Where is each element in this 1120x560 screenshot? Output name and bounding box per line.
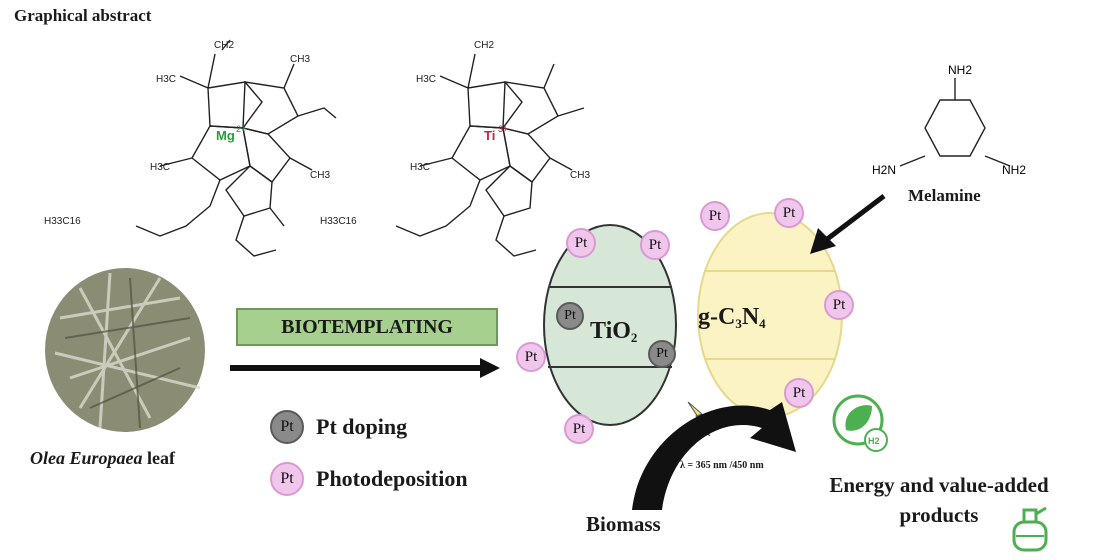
legend-pt-doping: Pt Pt doping — [270, 410, 407, 444]
nh2-top: NH2 — [948, 63, 972, 77]
methyl-label-right: H3C — [416, 74, 436, 85]
phytyl-label-left: H33C16 — [44, 216, 81, 227]
melamine-arrow — [810, 194, 886, 254]
pt-particle: Pt — [566, 228, 596, 258]
biomass-label: Biomass — [586, 512, 661, 536]
pt-doped-particle: Pt — [556, 302, 584, 330]
perfume-bottle-icon — [1012, 506, 1048, 552]
energy-products-label: Energy and value-added products — [829, 473, 1049, 527]
h2-badge: H2 — [868, 436, 880, 446]
pt-particle: Pt — [784, 378, 814, 408]
pt-particle: Pt — [774, 198, 804, 228]
mg-label: Mg — [216, 128, 235, 143]
biotemplating-box: BIOTEMPLATING — [236, 308, 498, 346]
green-energy-h2-icon: H2 — [832, 394, 888, 452]
molecule-left — [135, 39, 337, 257]
leaf-label: Olea Europaea leaf — [30, 448, 175, 468]
conversion-arrow — [632, 401, 796, 510]
methyl-label-left-4: CH3 — [310, 170, 330, 181]
pt-particle: Pt — [700, 201, 730, 231]
ti-label: Ti — [484, 128, 495, 143]
pt-doped-particle: Pt — [648, 340, 676, 368]
h2n-left: H2N — [872, 163, 896, 177]
pt-grey-icon: Pt — [270, 410, 304, 444]
process-arrow — [230, 358, 500, 378]
melamine-structure: NH2 H2N NH2 — [872, 63, 1026, 177]
mg-charge: 2+ — [236, 124, 246, 134]
legend-doping-label: Pt doping — [316, 414, 408, 439]
tio2-ellipse — [543, 224, 677, 426]
molecule-right — [395, 53, 585, 257]
vinyl-label-left: CH2 — [214, 40, 234, 51]
wavelength-label: λ = 365 nm /450 nm — [680, 460, 764, 471]
phytyl-label-right: H33C16 — [320, 216, 357, 227]
methyl-label-left-2: CH3 — [290, 54, 310, 65]
gc3n4-label: g-C3N4 — [698, 304, 766, 331]
vinyl-label-right: CH2 — [474, 40, 494, 51]
olive-leaf-image — [45, 268, 205, 432]
page-title: Graphical abstract — [14, 6, 152, 25]
nh2-right: NH2 — [1002, 163, 1026, 177]
heterojunction-diagram — [543, 212, 843, 426]
methyl-label-left: H3C — [156, 74, 176, 85]
ti-charge: 3+ — [498, 124, 508, 134]
pt-particle: Pt — [516, 342, 546, 372]
pt-particle: Pt — [824, 290, 854, 320]
tio2-label: TiO2 — [590, 318, 638, 345]
pt-pink-icon: Pt — [270, 462, 304, 496]
melamine-label: Melamine — [908, 186, 981, 205]
chlorophyll-structures: CH2 H3C CH3 H3C CH3 H33C16 Mg 2+ CH2 H3C… — [44, 39, 590, 257]
methyl-label-right-2: H3C — [410, 162, 430, 173]
methyl-label-right-3: CH3 — [570, 170, 590, 181]
methyl-label-left-3: H3C — [150, 162, 170, 173]
legend-photo-label: Photodeposition — [316, 466, 468, 491]
legend-photodeposition: Pt Photodeposition — [270, 462, 468, 496]
pt-particle: Pt — [564, 414, 594, 444]
pt-particle: Pt — [640, 230, 670, 260]
